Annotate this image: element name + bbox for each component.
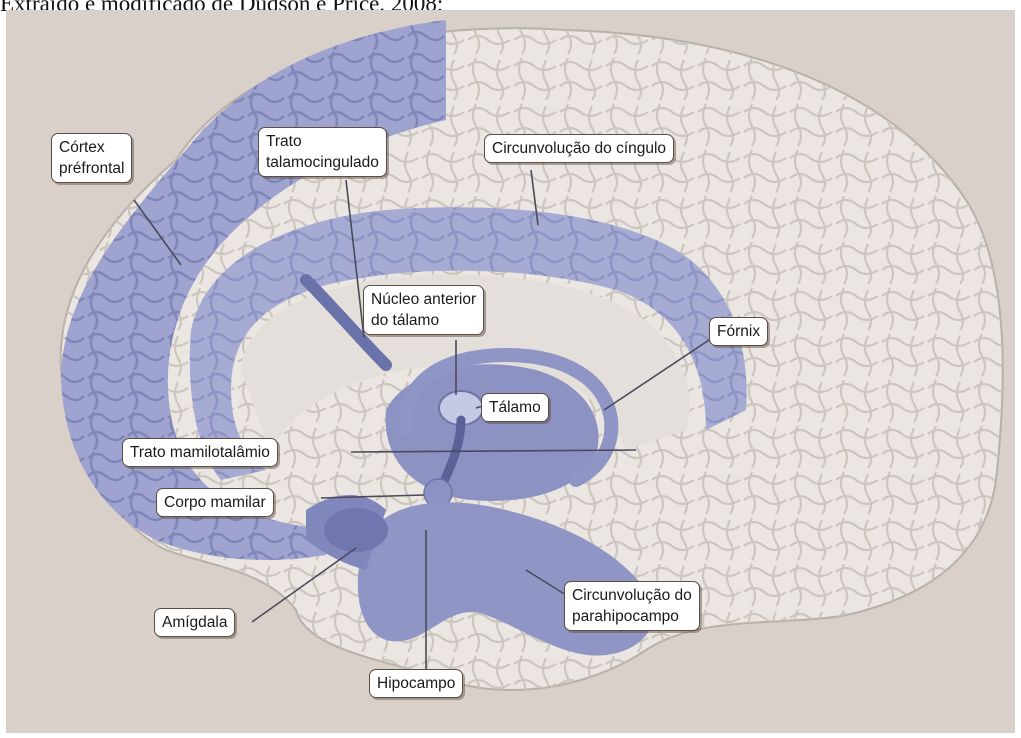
label-talamo: Tálamo [481, 393, 549, 422]
label-nucleo-anterior-talamo: Núcleo anterior do tálamo [363, 285, 484, 335]
label-amigdala: Amígdala [154, 608, 235, 637]
label-circunvolucao-parahipocampo: Circunvolução do parahipocampo [564, 581, 700, 631]
label-fornix: Fórnix [709, 317, 768, 346]
label-circunvolucao-cingulo: Circunvolução do cíngulo [484, 134, 674, 163]
label-hipocampo: Hipocampo [369, 669, 463, 698]
label-cortex-prefrontal: Córtex préfrontal [51, 133, 132, 183]
label-corpo-mamilar: Corpo mamilar [156, 488, 274, 517]
label-trato-mamilotalamico: Trato mamilotalâmio [122, 438, 278, 467]
label-trato-talamocingulado: Trato talamocingulado [258, 127, 387, 177]
amygdala-region [324, 508, 388, 552]
brain-diagram: Córtex préfrontal Trato talamocingulado … [6, 10, 1015, 733]
